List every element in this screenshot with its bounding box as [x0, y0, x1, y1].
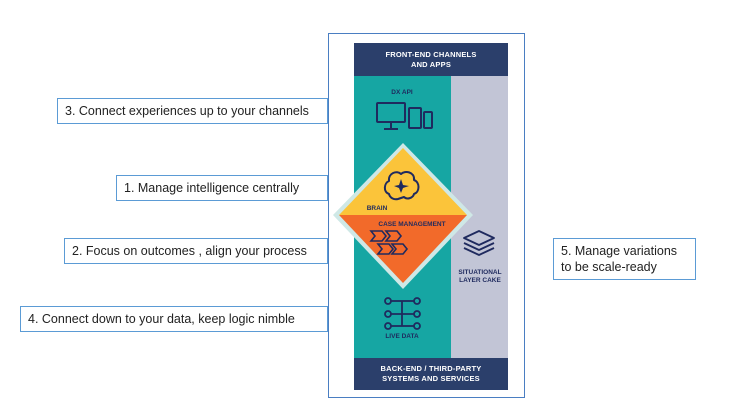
devices-icon: [376, 102, 433, 130]
callout-3: 3. Connect experiences up to your channe…: [57, 98, 328, 124]
callout-3-text: 3. Connect experiences up to your channe…: [65, 104, 309, 118]
brain-diamond-half: [339, 148, 467, 215]
callout-5: 5. Manage variations to be scale-ready: [553, 238, 696, 280]
callout-1-text: 1. Manage intelligence centrally: [124, 181, 300, 195]
front-end-bar: FRONT-END CHANNELS AND APPS: [354, 43, 508, 76]
callout-4-text: 4. Connect down to your data, keep logic…: [28, 312, 295, 326]
front-end-line2: AND APPS: [410, 59, 452, 69]
back-end-bar: BACK-END / THIRD-PARTY SYSTEMS AND SERVI…: [354, 358, 508, 390]
layer-cake-label: SITUATIONAL LAYER CAKE: [452, 269, 508, 285]
brain-label: BRAIN: [366, 205, 388, 212]
layer-cake-line1: SITUATIONAL: [458, 269, 502, 276]
back-end-line1: BACK-END / THIRD-PARTY: [380, 364, 482, 373]
callout-1: 1. Manage intelligence centrally: [116, 175, 328, 201]
front-end-line1: FRONT-END CHANNELS: [385, 49, 477, 59]
live-data-label: LIVE DATA: [385, 333, 419, 340]
layers-icon: [463, 230, 495, 256]
layer-cake-line2: LAYER CAKE: [459, 277, 501, 284]
dx-api-label: DX API: [391, 89, 413, 96]
case-management-label: CASE MANAGEMENT: [378, 221, 446, 228]
callout-2: 2. Focus on outcomes , align your proces…: [64, 238, 328, 264]
callout-4: 4. Connect down to your data, keep logic…: [20, 306, 328, 332]
back-end-line2: SYSTEMS AND SERVICES: [382, 374, 480, 383]
callout-5-line2: to be scale-ready: [561, 260, 657, 274]
data-network-icon: [384, 297, 421, 330]
process-arrows-icon: [369, 230, 409, 255]
callout-2-text: 2. Focus on outcomes , align your proces…: [72, 244, 307, 258]
brain-icon: [383, 171, 420, 201]
callout-5-line1: 5. Manage variations: [561, 244, 678, 258]
